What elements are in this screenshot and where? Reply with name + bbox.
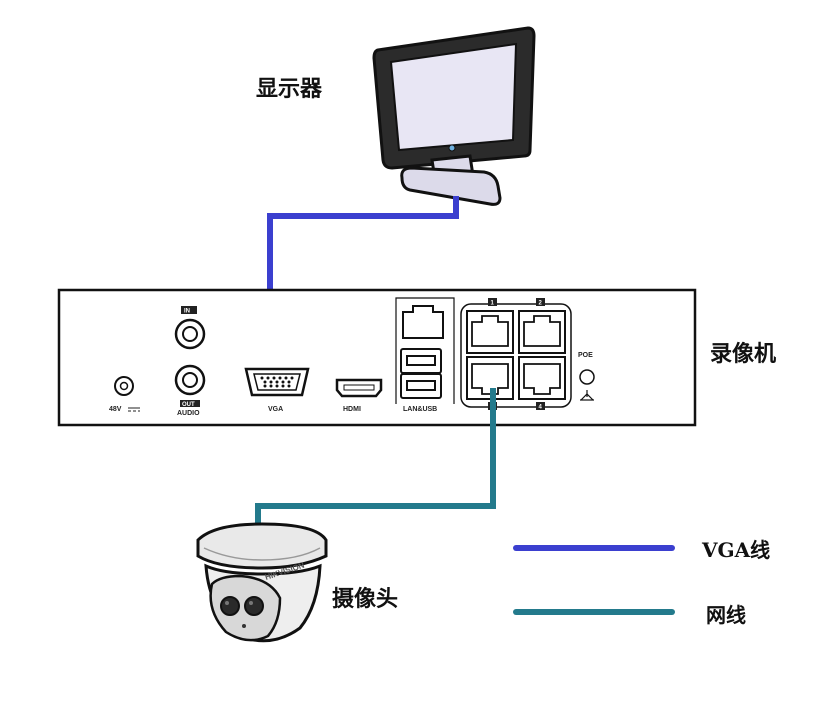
power-label: 48V <box>109 406 122 413</box>
camera-icon: HIKVISION <box>196 522 328 643</box>
monitor-label: 显示器 <box>256 76 323 102</box>
poe-port-number: 2 <box>539 301 543 307</box>
rj45-port-icon <box>518 356 566 400</box>
network-cable <box>255 388 496 530</box>
rj45-port-icon <box>518 310 566 354</box>
audio-out-jack-icon <box>174 364 206 396</box>
audio-in-jack-icon <box>174 318 206 350</box>
hdmi-label: HDMI <box>343 406 361 413</box>
legend-item-vga: VGA线 <box>513 538 770 562</box>
recorder-label: 录像机 <box>710 341 776 367</box>
lan-port-icon <box>402 305 444 339</box>
ground-icon <box>580 390 594 401</box>
legend: VGA线 网线 <box>513 538 770 627</box>
legend-label-network: 网线 <box>706 603 746 627</box>
poe-port-number: 4 <box>539 405 543 411</box>
audio-in-label: IN <box>184 309 190 315</box>
rj45-port-icon <box>466 310 514 354</box>
poe-indicator-icon <box>579 369 595 385</box>
nvr-rear-panel: 48V IN OUT AUDIO <box>57 288 697 427</box>
poe-port-number: 1 <box>491 301 495 307</box>
poe-ports-group: 1 2 3 4 <box>460 298 572 411</box>
vga-port-icon <box>244 367 310 397</box>
audio-out-label: OUT <box>182 402 195 408</box>
audio-label: AUDIO <box>177 410 200 417</box>
legend-item-network: 网线 <box>513 603 746 627</box>
usb-port-icon <box>400 348 442 374</box>
rj45-port-icon <box>466 356 514 400</box>
camera-label: 摄像头 <box>332 586 398 612</box>
legend-label-vga: VGA线 <box>701 538 770 562</box>
lan-usb-label: LAN&USB <box>403 406 437 413</box>
power-jack-icon <box>114 376 134 396</box>
poe-label: POE <box>578 352 593 359</box>
lan-usb-group <box>395 297 455 404</box>
usb-port-icon <box>400 373 442 399</box>
vga-label: VGA <box>268 406 283 413</box>
monitor-icon <box>372 26 536 206</box>
hdmi-port-icon <box>335 378 383 398</box>
